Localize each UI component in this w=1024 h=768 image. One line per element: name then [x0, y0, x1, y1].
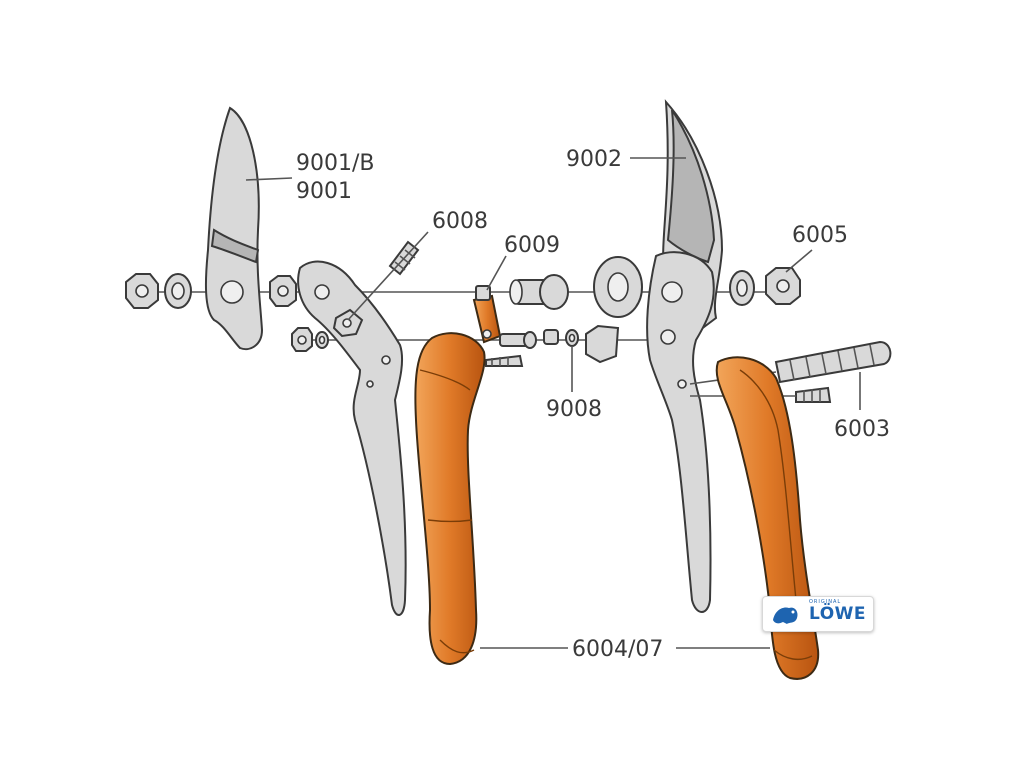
label-6005: 6005: [792, 223, 848, 248]
screw-9008: [543, 329, 579, 347]
screw-lower: [499, 331, 537, 349]
label-6004-07: 6004/07: [572, 637, 663, 662]
bumper-block: [585, 324, 620, 364]
nut-small-left: [269, 275, 297, 307]
logo-sub: ORIGINAL: [809, 599, 842, 605]
handle-frame-right: [646, 251, 715, 613]
large-washer: [593, 256, 643, 318]
small-washer-lower: [315, 331, 329, 349]
grip-left: [414, 332, 486, 666]
leader-6009: [486, 255, 507, 291]
label-6008: 6008: [432, 209, 488, 234]
leader-9001: [245, 177, 293, 181]
catch-6009: [472, 285, 502, 344]
label-9002: 9002: [566, 147, 622, 172]
label-6003: 6003: [834, 417, 890, 442]
label-9008: 9008: [546, 397, 602, 422]
washer-right: [729, 270, 755, 306]
wood-screw-right: [795, 386, 832, 403]
nut-left: [125, 273, 159, 309]
wood-screw-left: [485, 354, 524, 367]
logo-brand: LÖWE: [809, 604, 867, 624]
brand-logo: ORIGINAL LÖWE: [762, 596, 874, 632]
handle-frame-left: [297, 260, 407, 616]
small-nut-lower: [291, 327, 313, 352]
leader-6008: [347, 231, 429, 321]
spring-6003: [774, 340, 892, 384]
label-9001: 9001: [296, 179, 352, 204]
label-9001b: 9001/B: [296, 151, 375, 176]
label-6009: 6009: [504, 233, 560, 258]
blade-9001: [204, 106, 264, 350]
nut-6005: [765, 267, 801, 305]
lion-icon: [773, 607, 798, 624]
leader-6005: [785, 249, 813, 273]
pivot-bolt: [509, 274, 569, 310]
washer-left: [164, 273, 192, 309]
